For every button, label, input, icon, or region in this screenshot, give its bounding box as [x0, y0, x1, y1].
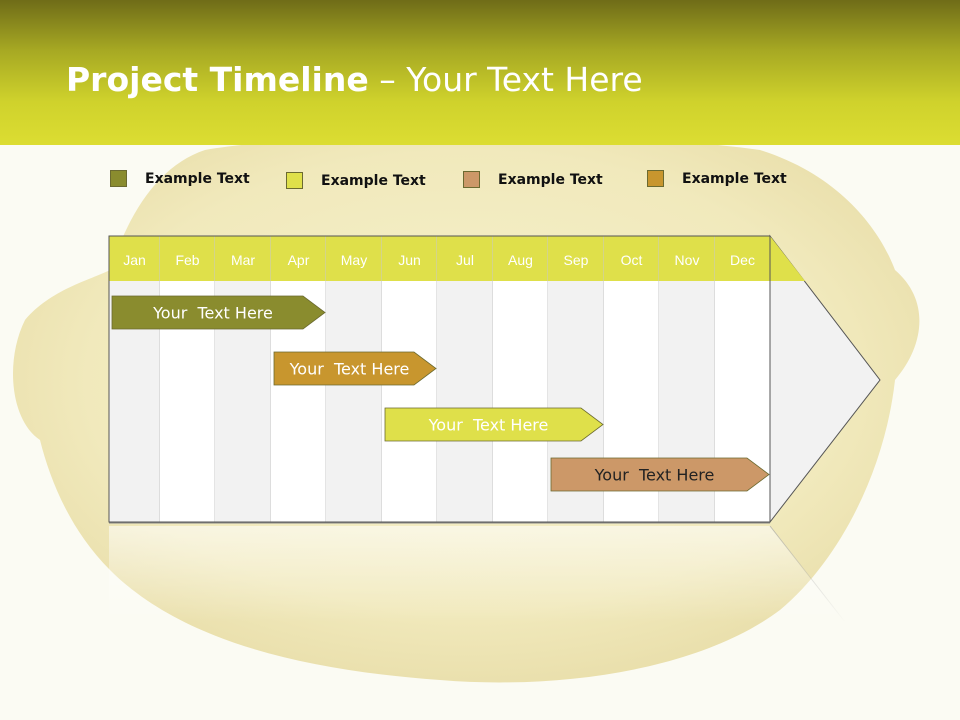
page-title-subtitle: – Your Text Here [368, 60, 643, 99]
month-label: Dec [730, 252, 755, 268]
header-bar: Project Timeline – Your Text Here [0, 0, 960, 145]
reflection-line [769, 525, 846, 623]
legend-label: Example Text [682, 170, 787, 187]
month-label: Mar [231, 252, 255, 268]
legend-label: Example Text [498, 171, 603, 188]
month-column [326, 281, 382, 522]
task-bar [111, 295, 326, 330]
task-bar-label: Your Text Here [428, 416, 549, 435]
month-label: Aug [508, 252, 533, 268]
month-label: Oct [621, 252, 643, 268]
month-label: Jun [398, 252, 421, 268]
legend-item: Example Text [110, 170, 250, 187]
legend-label: Example Text [145, 170, 250, 187]
month-label: Apr [288, 252, 310, 268]
month-label: Nov [675, 252, 700, 268]
month-header-cell [493, 236, 548, 281]
month-header-cell [382, 236, 437, 281]
month-header-cell [715, 236, 770, 281]
month-header-cell [437, 236, 493, 281]
legend-swatch [110, 170, 127, 187]
legend-item: Example Text [463, 171, 603, 188]
legend-item: Example Text [647, 170, 787, 187]
month-column [493, 281, 548, 522]
legend-item: Example Text [286, 172, 426, 189]
month-header-cell [659, 236, 715, 281]
page-title-main: Project Timeline [66, 60, 369, 99]
month-column [382, 281, 437, 522]
legend: Example Text Example Text Example Text E… [0, 170, 960, 194]
reflection [109, 526, 845, 622]
timeline-arrow-head-band [770, 236, 805, 281]
task-bar-label: Your Text Here [594, 466, 715, 485]
task-bar [273, 351, 437, 386]
month-label: Feb [175, 252, 199, 268]
legend-swatch [286, 172, 303, 189]
page-title: Project Timeline – Your Text Here [66, 60, 643, 99]
month-header-cell [271, 236, 326, 281]
task-bar [550, 457, 770, 492]
month-label: Jul [456, 252, 474, 268]
month-header-cell [109, 236, 160, 281]
legend-label: Example Text [321, 172, 426, 189]
month-header-cell [548, 236, 604, 281]
task-bar-label: Your Text Here [152, 304, 273, 323]
task-bar [384, 407, 604, 442]
month-label: May [341, 252, 367, 268]
month-column [437, 281, 493, 522]
month-label: Sep [564, 252, 589, 268]
month-label: Jan [123, 252, 146, 268]
month-header-cell [160, 236, 215, 281]
legend-swatch [647, 170, 664, 187]
legend-swatch [463, 171, 480, 188]
month-header-cell [326, 236, 382, 281]
task-bar-label: Your Text Here [289, 360, 410, 379]
month-header-cell [604, 236, 659, 281]
month-header-cell [215, 236, 271, 281]
timeline-border [108, 235, 771, 523]
